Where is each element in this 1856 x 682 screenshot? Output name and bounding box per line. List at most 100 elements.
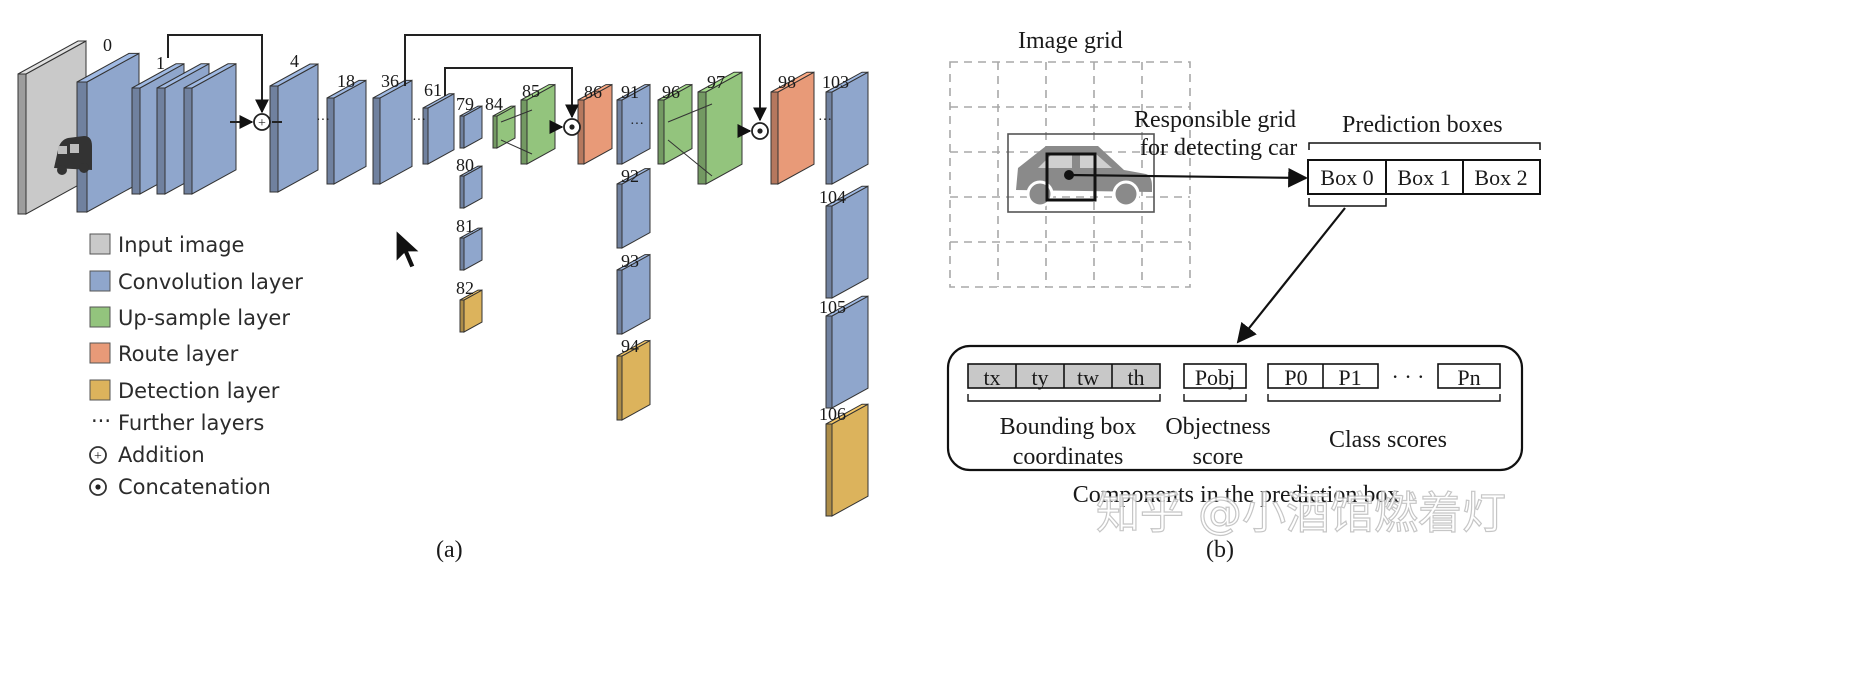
input-image-layer bbox=[17, 40, 87, 215]
responsible-grid-cell bbox=[1045, 152, 1097, 202]
class-score-cells: P0 P1 · · · Pn bbox=[1267, 363, 1501, 390]
label-105: 105 bbox=[819, 297, 846, 317]
label-106: 106 bbox=[819, 404, 846, 424]
legend-further-label: Further layers bbox=[118, 411, 264, 435]
mouse-cursor-icon bbox=[395, 228, 422, 269]
layer-36 bbox=[372, 79, 413, 185]
upsample-projection-line bbox=[500, 109, 533, 123]
layer-103 bbox=[825, 71, 869, 185]
upsample-projection-line bbox=[667, 139, 713, 177]
image-grid-title: Image grid bbox=[1018, 28, 1123, 54]
label-80: 80 bbox=[456, 155, 474, 175]
layer-4 bbox=[269, 63, 319, 193]
layer-0 bbox=[76, 52, 140, 213]
addition-icon bbox=[89, 446, 107, 464]
legend-conv-label: Convolution layer bbox=[118, 270, 303, 294]
layer-93 bbox=[616, 253, 651, 335]
residual-connection bbox=[167, 34, 269, 114]
label-82: 82 bbox=[456, 278, 474, 298]
car-icon bbox=[54, 136, 92, 175]
class-dots: · · · bbox=[1392, 364, 1425, 389]
layer-92 bbox=[616, 167, 651, 249]
concat-operator-85 bbox=[563, 118, 581, 136]
caption-b: (b) bbox=[1206, 537, 1234, 563]
objectness-cell: Pobj bbox=[1183, 363, 1247, 390]
layer-18 bbox=[326, 79, 367, 185]
addition-symbol: + bbox=[94, 449, 102, 464]
label-18: 18 bbox=[337, 71, 355, 91]
prediction-boxes: Box 0 Box 1 Box 2 bbox=[1307, 159, 1541, 195]
layer-94 bbox=[616, 339, 651, 421]
svg-text:+: + bbox=[258, 116, 266, 131]
upsample-projection-line bbox=[500, 139, 533, 155]
legend-swatch-route bbox=[89, 342, 111, 364]
components-caption: Components in the prediction box bbox=[1073, 482, 1400, 508]
svg-text:···: ··· bbox=[316, 113, 330, 128]
layer-79 bbox=[459, 105, 483, 149]
class-p1: P1 bbox=[1338, 365, 1361, 390]
label-98: 98 bbox=[778, 72, 796, 92]
bbox-label-2: coordinates bbox=[1013, 444, 1124, 470]
legend-route-label: Route layer bbox=[118, 342, 239, 366]
label-4: 4 bbox=[290, 51, 299, 71]
legend-addition-label: Addition bbox=[118, 443, 205, 467]
box-0: Box 0 bbox=[1320, 165, 1373, 190]
class-p0: P0 bbox=[1284, 365, 1307, 390]
further-layers-dots: ··· ··· ··· ··· bbox=[316, 113, 832, 132]
route-connection-61 bbox=[444, 67, 579, 119]
label-103: 103 bbox=[822, 72, 849, 92]
layer-106 bbox=[825, 403, 869, 517]
label-81: 81 bbox=[456, 216, 474, 236]
label-104: 104 bbox=[819, 187, 846, 207]
layer-97 bbox=[697, 71, 743, 185]
layer-96 bbox=[657, 83, 693, 165]
watermark: 知乎 @小酒馆燃着灯 bbox=[1096, 488, 1506, 539]
addition-operator: + bbox=[253, 113, 271, 131]
route-connection-36 bbox=[404, 34, 767, 122]
label-84: 84 bbox=[485, 94, 503, 114]
coord-tw: tw bbox=[1077, 365, 1099, 390]
concat-operator-97 bbox=[751, 122, 769, 140]
label-1: 1 bbox=[156, 53, 165, 73]
legend-input-label: Input image bbox=[118, 233, 244, 257]
objectness-label-1: Objectness bbox=[1165, 414, 1270, 440]
label-94: 94 bbox=[621, 336, 639, 356]
coord-th: th bbox=[1127, 365, 1144, 390]
legend-swatch-conv bbox=[89, 270, 111, 292]
box-1: Box 1 bbox=[1397, 165, 1450, 190]
bbox-label-1: Bounding box bbox=[1000, 414, 1137, 440]
upsample-projection-line bbox=[667, 103, 713, 123]
legend-concat-label: Concatenation bbox=[118, 475, 271, 499]
label-97: 97 bbox=[707, 72, 725, 92]
caption-a: (a) bbox=[436, 537, 463, 563]
label-79: 79 bbox=[456, 94, 474, 114]
responsible-grid-label-2: for detecting car bbox=[1140, 135, 1297, 161]
objectness-label-2: score bbox=[1193, 444, 1244, 470]
coord-tx: tx bbox=[983, 365, 1000, 390]
legend-detection-label: Detection layer bbox=[118, 379, 280, 403]
label-85: 85 bbox=[522, 81, 540, 101]
further-layers-symbol: ··· bbox=[91, 409, 111, 433]
grid-to-box-arrow bbox=[1068, 167, 1308, 188]
layer-91 bbox=[616, 83, 651, 165]
label-36: 36 bbox=[381, 71, 399, 91]
layer-85 bbox=[520, 83, 556, 165]
svg-text:···: ··· bbox=[818, 113, 832, 128]
layer-81 bbox=[459, 227, 483, 271]
layer-86 bbox=[577, 83, 613, 165]
layer-80 bbox=[459, 165, 483, 209]
label-61: 61 bbox=[424, 80, 442, 100]
layer-61 bbox=[422, 92, 455, 165]
layer-84 bbox=[492, 105, 516, 149]
svg-text:···: ··· bbox=[412, 113, 426, 128]
prediction-boxes-title: Prediction boxes bbox=[1342, 112, 1503, 138]
label-92: 92 bbox=[621, 166, 639, 186]
pobj-label: Pobj bbox=[1195, 365, 1235, 390]
responsible-grid-label-1: Responsible grid bbox=[1134, 107, 1296, 133]
legend-swatch-input bbox=[89, 233, 111, 255]
label-0: 0 bbox=[103, 35, 112, 55]
layer-104 bbox=[825, 185, 869, 299]
label-86: 86 bbox=[584, 82, 602, 102]
coord-ty: ty bbox=[1031, 365, 1048, 390]
svg-text:···: ··· bbox=[630, 117, 644, 132]
